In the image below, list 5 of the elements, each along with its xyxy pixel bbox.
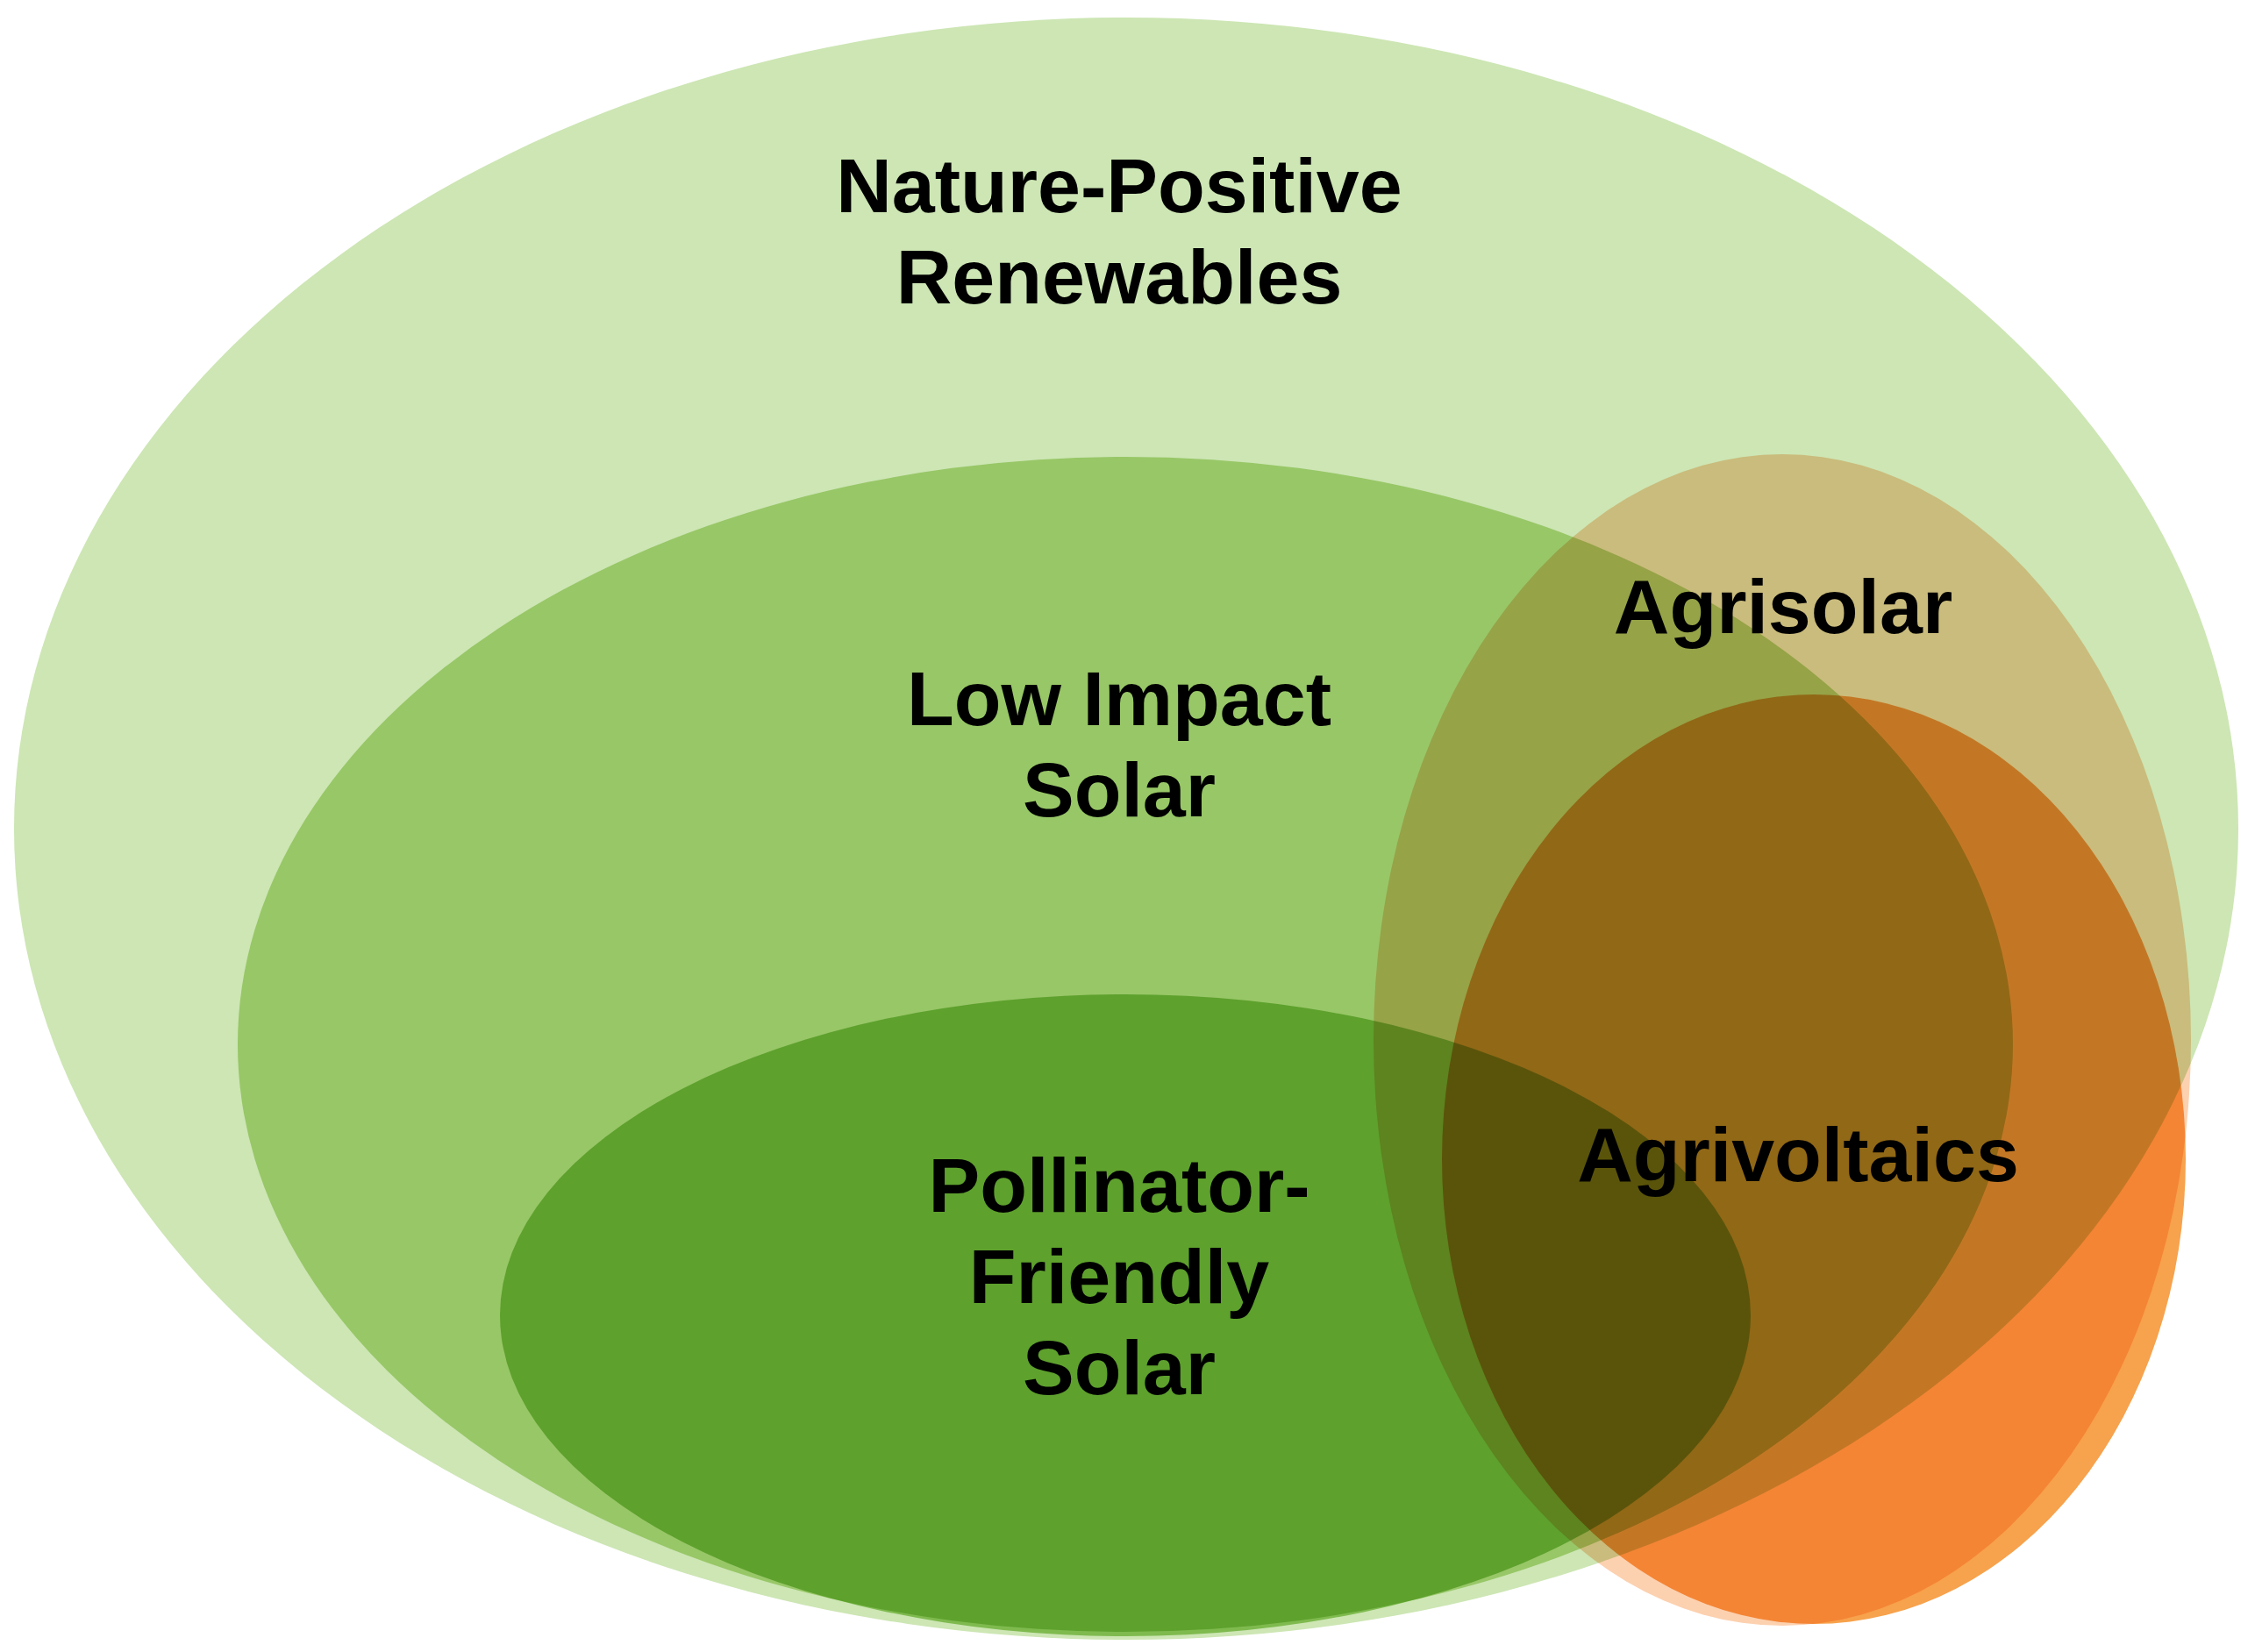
- region-label: Agrivoltaics: [1576, 1110, 2020, 1200]
- region-label: Agrisolar: [1612, 562, 1954, 652]
- region-label: Pollinator-Friendly Solar: [927, 1141, 1311, 1413]
- region-label: Low Impact Solar: [905, 654, 1332, 835]
- region-label: Nature-Positive Renewables: [835, 141, 1403, 322]
